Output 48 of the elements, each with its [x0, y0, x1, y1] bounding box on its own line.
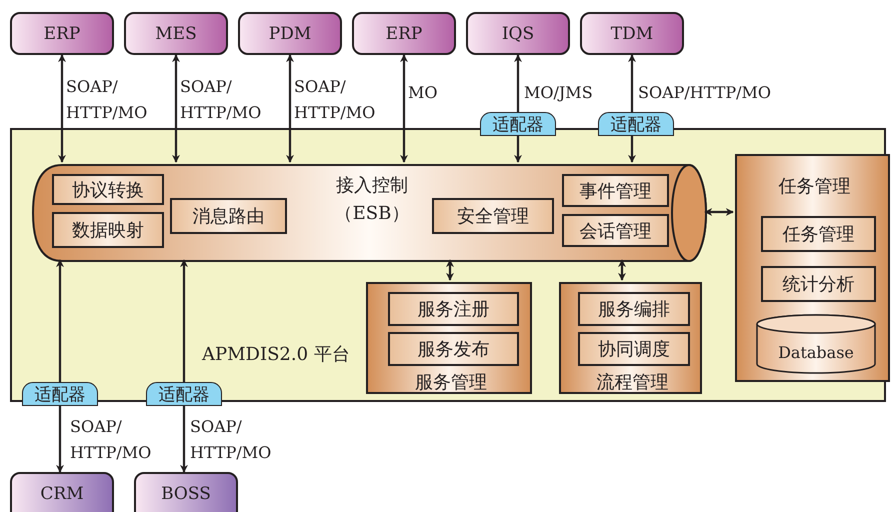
- arrow: [286, 54, 294, 163]
- system-box: BOSS: [134, 472, 238, 512]
- module-box: 服务编排: [578, 292, 690, 326]
- arrow: [628, 136, 636, 163]
- system-box: ERP: [10, 12, 114, 55]
- system-box: CRM: [10, 472, 114, 512]
- platform-label: APMDIS2.0 平台: [202, 343, 350, 366]
- service-panel: [735, 154, 890, 382]
- module-box: 事件管理: [562, 174, 669, 207]
- service-panel: [366, 282, 532, 394]
- adapter-tab: 适配器: [22, 382, 98, 406]
- system-box: MES: [124, 12, 228, 55]
- module-box: 协同调度: [578, 332, 690, 366]
- system-box: TDM: [580, 12, 684, 55]
- system-box: PDM: [238, 12, 342, 55]
- database-cylinder: Database: [756, 314, 876, 374]
- bus-label: 接入控制（ESB）: [334, 174, 410, 226]
- module-box: 统计分析: [761, 266, 876, 302]
- adapter-tab: 适配器: [598, 112, 674, 136]
- module-box: 任务管理: [761, 216, 876, 252]
- module-box: 服务发布: [388, 332, 519, 366]
- arrow: [514, 136, 522, 163]
- system-box: IQS: [466, 12, 570, 55]
- adapter-tab: 适配器: [480, 112, 556, 136]
- panel-title: 流程管理: [596, 371, 670, 394]
- module-box: 服务注册: [388, 292, 519, 326]
- arrow: [446, 259, 454, 281]
- arrow: [56, 406, 64, 473]
- module-box: 消息路由: [170, 198, 287, 234]
- arrow: [618, 259, 626, 281]
- arrow: [704, 208, 734, 216]
- module-box: 数据映射: [52, 212, 164, 248]
- panel-title: 任务管理: [778, 175, 852, 198]
- arrow: [172, 54, 180, 163]
- service-panel: [559, 282, 702, 394]
- arrow: [58, 54, 66, 163]
- arrow: [400, 54, 408, 163]
- arrow: [180, 406, 188, 473]
- module-box: 协议转换: [52, 174, 164, 205]
- arrow: [180, 259, 188, 382]
- arrow: [514, 54, 522, 112]
- panel-title: 服务管理: [414, 371, 488, 394]
- module-box: 会话管理: [562, 214, 669, 247]
- system-box: ERP: [352, 12, 456, 55]
- arrow: [628, 54, 636, 112]
- arrow: [56, 259, 64, 382]
- adapter-tab: 适配器: [146, 382, 222, 406]
- module-box: 安全管理: [432, 198, 554, 234]
